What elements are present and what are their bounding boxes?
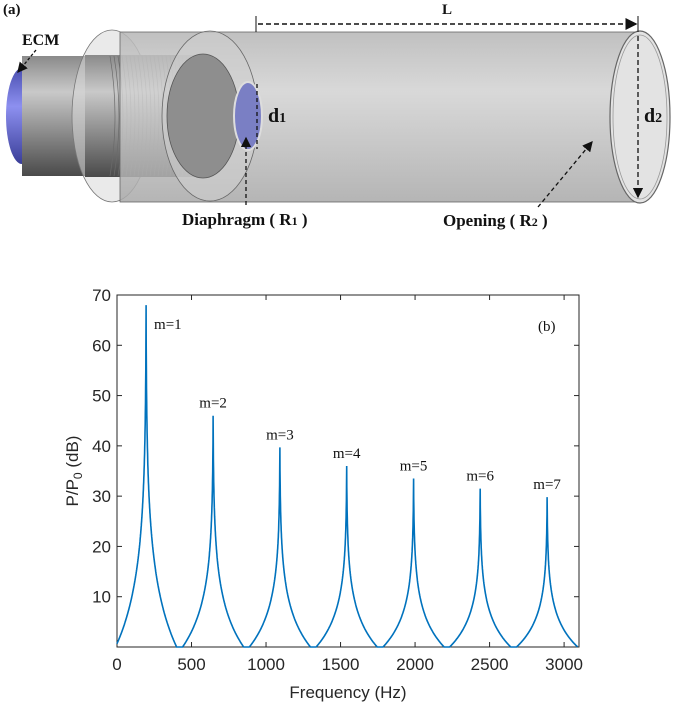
tube-opening xyxy=(609,30,671,204)
y-tick-label: 60 xyxy=(92,336,111,355)
plot-area xyxy=(116,294,580,648)
opening-pointer xyxy=(537,141,593,208)
peak-label: m=6 xyxy=(466,469,494,485)
x-tick-label: 2500 xyxy=(471,655,509,674)
d1-label: d1 xyxy=(268,105,286,127)
x-tick-label: 3000 xyxy=(545,655,583,674)
x-tick-label: 500 xyxy=(177,655,205,674)
opening-label: Opening ( R2 ) xyxy=(443,211,548,230)
diaphragm-label: Diaphragm ( R1 ) xyxy=(182,210,307,229)
diaphragm-hole xyxy=(233,81,263,151)
y-tick-label: 30 xyxy=(92,487,111,506)
spectrum-chart: 0 500 1000 1500 2000 2500 3000 10 20 30 40 50 60 70 m… xyxy=(63,286,583,702)
panel-a-label: (a) xyxy=(3,2,21,18)
ecm-label: ECM xyxy=(22,32,59,49)
thread-line xyxy=(113,55,120,177)
d2-label: d2 xyxy=(644,105,662,127)
peak-label: m=1 xyxy=(154,317,182,333)
opening-rim xyxy=(612,34,668,200)
panel-b-label: (b) xyxy=(538,319,556,335)
x-tick-label: 1000 xyxy=(247,655,285,674)
diaphragm-face xyxy=(166,53,240,179)
thread-line xyxy=(109,55,116,177)
y-axis-label: P/P0 (dB) xyxy=(63,436,85,507)
x-tick-label: 2000 xyxy=(396,655,434,674)
y-tick-label: 70 xyxy=(92,286,111,305)
length-label: L xyxy=(442,2,452,18)
x-axis-label: Frequency (Hz) xyxy=(289,683,406,702)
resonator-diagram: (a) ECM L d1 d2 Diaphragm ( R1 ) Opening… xyxy=(3,2,671,230)
y-tick-label: 50 xyxy=(92,387,111,406)
x-tick-label: 0 xyxy=(112,655,121,674)
peak-label: m=3 xyxy=(266,427,294,443)
peak-label: m=2 xyxy=(199,396,227,412)
y-tick-label: 20 xyxy=(92,537,111,556)
y-tick-label: 10 xyxy=(92,588,111,607)
peak-label: m=5 xyxy=(400,459,428,475)
spectrum-line xyxy=(116,305,579,648)
y-tick-label: 40 xyxy=(92,437,111,456)
peak-label: m=7 xyxy=(533,477,561,493)
x-tick-label: 1500 xyxy=(322,655,360,674)
peak-label: m=4 xyxy=(333,446,361,462)
